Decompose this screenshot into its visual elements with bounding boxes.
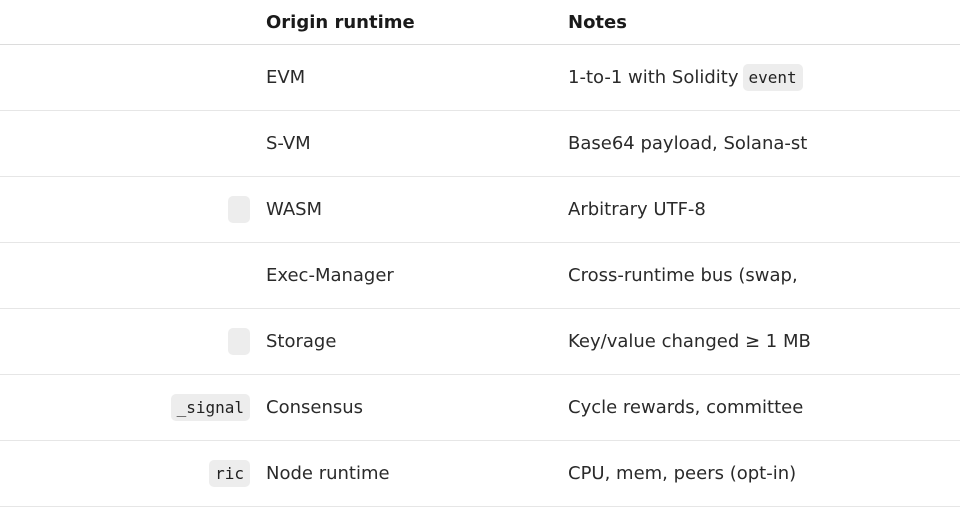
notes-text: 1-to-1 with Solidity <box>568 67 739 88</box>
notes-cell: Arbitrary UTF-8 <box>552 176 960 243</box>
table-row: S-VM Base64 payload, Solana-st <box>0 110 960 177</box>
table-row: ric Node runtime CPU, mem, peers (opt-in… <box>0 440 960 507</box>
event-cell <box>0 110 250 177</box>
event-cell: ric <box>0 440 250 507</box>
notes-cell: Base64 payload, Solana-st <box>552 110 960 177</box>
notes-cell: Cycle rewards, committee <box>552 374 960 441</box>
event-cell: _signal <box>0 374 250 441</box>
notes-text: Arbitrary UTF-8 <box>568 199 706 220</box>
runtime-cell: WASM <box>250 176 552 243</box>
event-code <box>228 196 250 223</box>
notes-cell: Key/value changed ≥ 1 MB <box>552 308 960 375</box>
event-cell <box>0 308 250 375</box>
notes-cell: Cross-runtime bus (swap, <box>552 242 960 309</box>
notes-code: event <box>742 64 803 91</box>
runtime-cell: Exec-Manager <box>250 242 552 309</box>
runtime-cell: Node runtime <box>250 440 552 507</box>
event-code <box>228 328 250 355</box>
table-row: Storage Key/value changed ≥ 1 MB <box>0 308 960 375</box>
table-row: Exec-Manager Cross-runtime bus (swap, <box>0 242 960 309</box>
notes-text: Key/value changed ≥ 1 MB <box>568 331 811 352</box>
event-code: ric <box>209 460 250 487</box>
notes-cell: CPU, mem, peers (opt-in) <box>552 440 960 507</box>
runtime-cell: Consensus <box>250 374 552 441</box>
notes-text: Cross-runtime bus (swap, <box>568 265 798 286</box>
runtime-cell: Storage <box>250 308 552 375</box>
notes-text: Cycle rewards, committee <box>568 397 804 418</box>
event-cell <box>0 176 250 243</box>
table-row: _signal Consensus Cycle rewards, committ… <box>0 374 960 441</box>
table-row: WASM Arbitrary UTF-8 <box>0 176 960 243</box>
event-cell <box>0 242 250 309</box>
header-event <box>0 0 250 45</box>
table-header-row: Origin runtime Notes <box>0 0 960 45</box>
notes-text: Base64 payload, Solana-st <box>568 133 808 154</box>
header-origin-runtime: Origin runtime <box>250 0 552 45</box>
notes-text: CPU, mem, peers (opt-in) <box>568 463 797 484</box>
event-cell <box>0 44 250 111</box>
runtime-cell: S-VM <box>250 110 552 177</box>
header-notes: Notes <box>552 0 960 45</box>
runtime-cell: EVM <box>250 44 552 111</box>
event-code: _signal <box>170 394 250 421</box>
